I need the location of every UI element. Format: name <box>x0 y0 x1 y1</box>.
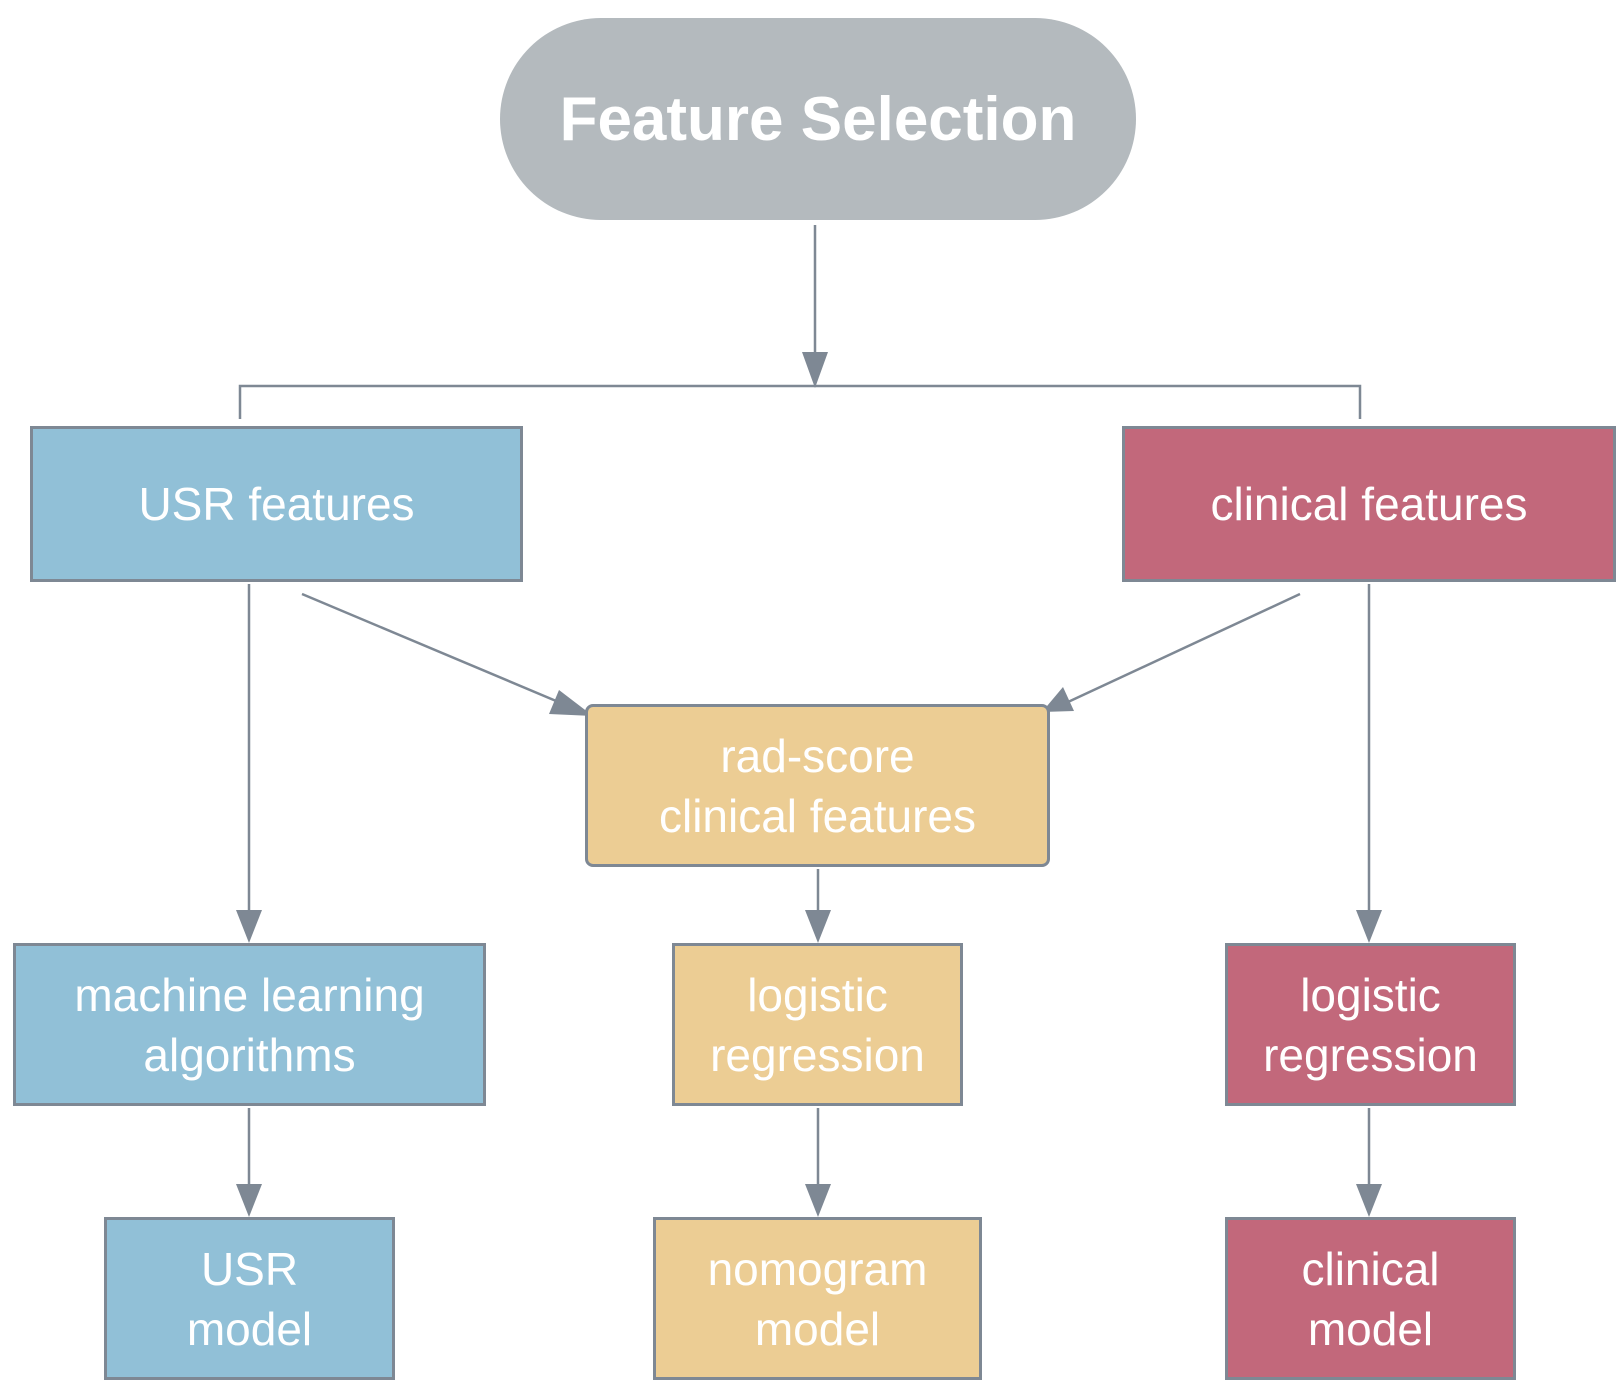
arrow-clinical-logistic <box>1356 910 1382 943</box>
radscore-label-line2: clinical features <box>658 789 977 842</box>
arrow-logistic-nomogram <box>805 1184 831 1217</box>
feature-selection-node: Feature Selection <box>500 18 1136 220</box>
ml-label-line1: machine learning <box>74 968 425 1021</box>
edge-clinical-to-radscore <box>1067 592 1301 704</box>
arrow-root-branch <box>802 352 828 388</box>
arrow-logistic-clinicalmodel <box>1356 1184 1382 1217</box>
usr-model-node: USR model <box>104 1217 395 1380</box>
arrow-usr-ml <box>236 910 262 943</box>
logistic-mid-label-line1: logistic <box>747 968 888 1021</box>
logistic-right-label-line1: logistic <box>1300 968 1441 1021</box>
arrow-usr-radscore <box>549 690 593 716</box>
usr-model-label-line2: model <box>186 1302 313 1355</box>
logistic-regression-clinical-node: logistic regression <box>1225 943 1516 1106</box>
logistic-regression-nomogram-node: logistic regression <box>672 943 963 1106</box>
clinical-model-label-line1: clinical <box>1301 1242 1440 1295</box>
clinical-model-node: clinical model <box>1225 1217 1516 1380</box>
ml-label-line2: algorithms <box>143 1028 356 1081</box>
nomogram-label-line1: nomogram <box>707 1242 928 1295</box>
logistic-mid-label-line2: regression <box>710 1028 925 1081</box>
logistic-right-label-line2: regression <box>1263 1028 1478 1081</box>
machine-learning-algorithms-node: machine learning algorithms <box>13 943 486 1106</box>
arrow-clinical-radscore <box>1042 687 1074 712</box>
radscore-clinical-features-node: rad-score clinical features <box>585 704 1050 867</box>
radscore-label-line1: rad-score <box>720 729 915 782</box>
usr-model-label-line1: USR <box>200 1242 299 1295</box>
arrow-radscore-logistic <box>805 910 831 943</box>
clinical-model-label-line2: model <box>1307 1302 1434 1355</box>
usr-features-label: USR features <box>138 478 415 530</box>
nomogram-label-line2: model <box>754 1302 881 1355</box>
feature-selection-label: Feature Selection <box>559 84 1077 154</box>
clinical-features-node: clinical features <box>1122 426 1616 582</box>
usr-features-node: USR features <box>30 426 523 582</box>
arrow-ml-usrmodel <box>236 1184 262 1217</box>
edge-usr-to-radscore <box>301 592 569 708</box>
nomogram-model-node: nomogram model <box>653 1217 982 1380</box>
clinical-features-label: clinical features <box>1210 478 1528 530</box>
edge-branch-line <box>238 384 1362 419</box>
